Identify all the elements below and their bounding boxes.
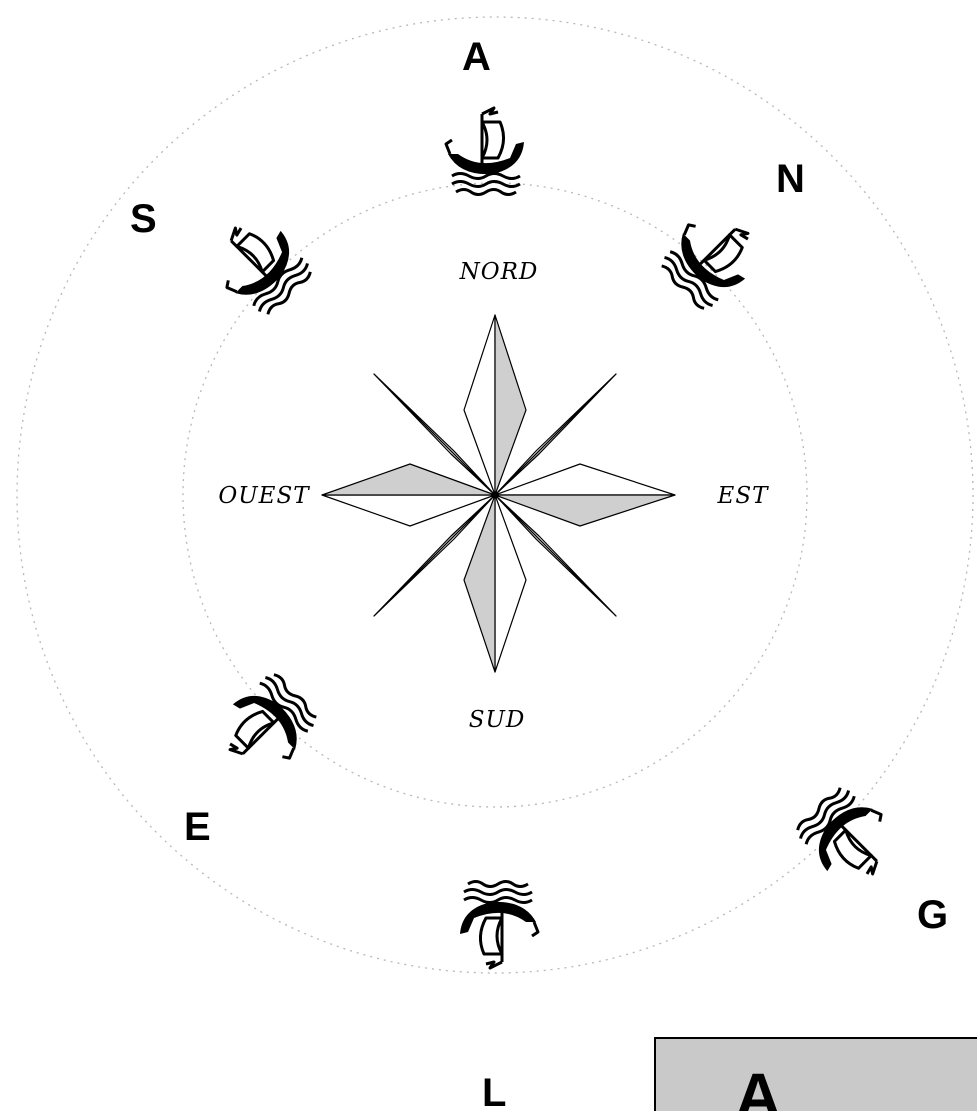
direction-south-label: SUD xyxy=(469,707,526,733)
letter-g: G xyxy=(917,893,948,937)
legend-letter: A xyxy=(735,1060,781,1111)
letter-n: N xyxy=(776,157,805,201)
ship-icon-g xyxy=(790,779,906,895)
ship-icon-l xyxy=(460,882,538,969)
direction-west-label: OUEST xyxy=(218,483,310,509)
rose-center xyxy=(492,492,499,499)
rose-point-w xyxy=(322,464,495,526)
letter-l: L xyxy=(482,1071,506,1111)
ship-icon-e xyxy=(209,667,325,783)
direction-east-label: EST xyxy=(717,483,770,509)
legend-box: A xyxy=(655,1038,977,1111)
letter-s: S xyxy=(130,197,157,241)
ship-icon-n xyxy=(653,199,769,315)
ship-icon-s xyxy=(201,207,317,323)
ship-icon-a xyxy=(446,108,524,195)
rose-point-e xyxy=(495,464,675,526)
letter-a: A xyxy=(462,35,491,79)
letter-e: E xyxy=(184,805,211,849)
compass-rose xyxy=(322,315,675,672)
rose-point-s xyxy=(464,495,526,672)
direction-north-label: NORD xyxy=(459,259,539,285)
rose-point-n xyxy=(464,315,526,495)
